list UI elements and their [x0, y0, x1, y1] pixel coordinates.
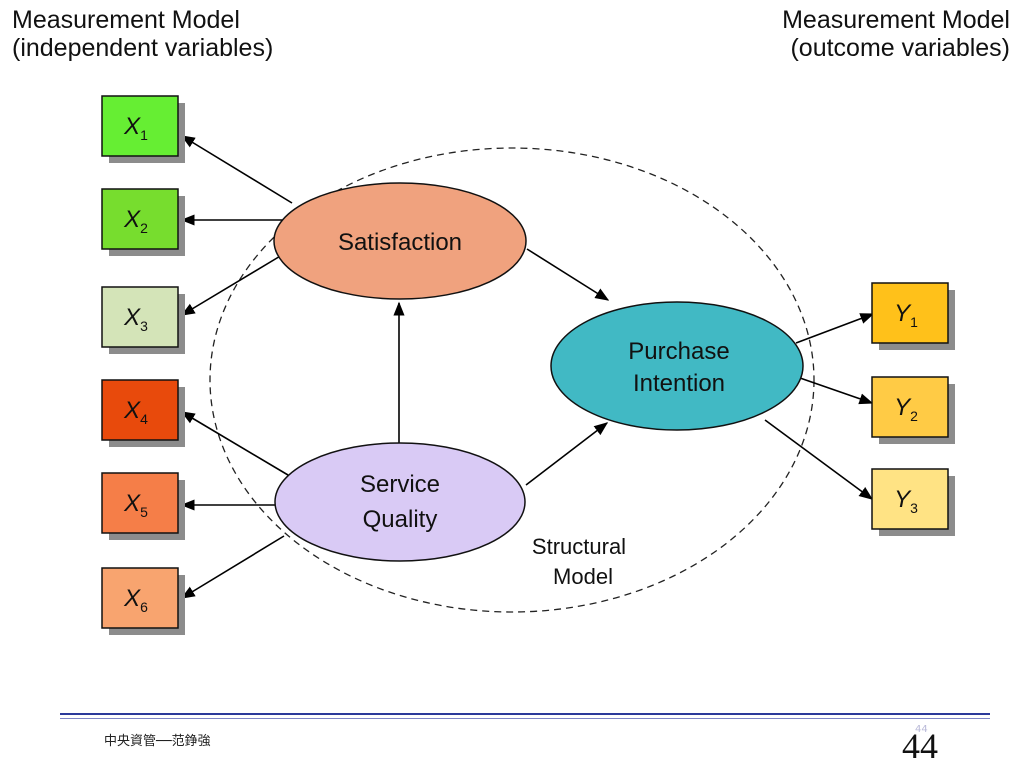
- header-independent-subtitle: (independent variables): [12, 34, 274, 62]
- indicator-x2: X2: [101, 188, 185, 256]
- page-number: 44: [902, 726, 938, 766]
- indicator-subscript: 3: [140, 318, 148, 334]
- indicator-subscript: 6: [140, 599, 148, 615]
- arrow-satisfaction-x3: [180, 254, 283, 316]
- header-outcome-subtitle: (outcome variables): [790, 34, 1010, 62]
- indicator-x4: X4: [101, 379, 185, 447]
- footer-rule-secondary: [60, 718, 990, 719]
- structural-model-boundary: [209, 147, 815, 613]
- indicator-letter: Y3: [894, 486, 918, 516]
- indicator-subscript: 2: [910, 408, 918, 424]
- indicator-y3: Y3: [871, 468, 955, 536]
- indicator-y1: Y1: [871, 282, 955, 350]
- arrow-purchaseintention-y1: [795, 313, 875, 344]
- footer-author: 中央資管──范錚強: [104, 734, 211, 749]
- arrow-servicequality-purchaseintention: [525, 422, 609, 486]
- indicator-x6: X6: [101, 567, 185, 635]
- arrow-satisfaction-x1: [180, 135, 293, 204]
- footer-rule-primary: [60, 713, 990, 715]
- indicator-subscript: 1: [910, 314, 918, 330]
- purchase-intention-label-line2: Intention: [633, 370, 725, 397]
- arrow-servicequality-x4: [180, 411, 289, 476]
- indicator-subscript: 4: [140, 411, 148, 427]
- indicator-subscript: 5: [140, 504, 148, 520]
- indicator-box: [101, 379, 179, 441]
- indicator-box: [871, 282, 949, 344]
- arrow-servicequality-x6: [180, 535, 285, 599]
- header-independent: Measurement Model (independent variables…: [12, 6, 273, 62]
- header-outcome-title: Measurement Model: [782, 6, 1010, 34]
- indicator-subscript: 2: [140, 220, 148, 236]
- page-number-small: 44: [915, 724, 928, 735]
- satisfaction-label: Satisfaction: [338, 229, 462, 256]
- header-independent-title: Measurement Model: [12, 6, 240, 34]
- service-quality-label-line2: Quality: [363, 506, 438, 533]
- arrow-purchaseintention-y3: [764, 419, 874, 500]
- indicator-box: [101, 188, 179, 250]
- structural-model-label-line1: Structural: [532, 534, 626, 559]
- indicator-subscript: 1: [140, 127, 148, 143]
- indicator-box: [101, 472, 179, 534]
- construct-satisfaction: Satisfaction: [273, 182, 527, 300]
- construct-purchase-intention: Purchase Intention: [550, 301, 804, 431]
- indicator-y2: Y2: [871, 376, 955, 444]
- indicator-box: [101, 286, 179, 348]
- indicator-x1: X1: [101, 95, 185, 163]
- indicator-subscript: 3: [910, 500, 918, 516]
- indicator-x3: X3: [101, 286, 185, 354]
- arrow-purchaseintention-y2: [799, 377, 874, 405]
- indicator-box: [101, 567, 179, 629]
- indicator-x5: X5: [101, 472, 185, 540]
- arrow-satisfaction-purchaseintention: [526, 248, 610, 301]
- purchase-intention-label-line1: Purchase: [628, 338, 729, 365]
- indicator-box: [101, 95, 179, 157]
- indicator-box: [871, 376, 949, 438]
- header-outcome: Measurement Model (outcome variables): [782, 6, 1010, 62]
- structural-model-label-line2: Model: [553, 564, 613, 589]
- construct-service-quality: Service Quality: [274, 442, 526, 562]
- service-quality-label-line1: Service: [360, 471, 440, 498]
- indicator-box: [871, 468, 949, 530]
